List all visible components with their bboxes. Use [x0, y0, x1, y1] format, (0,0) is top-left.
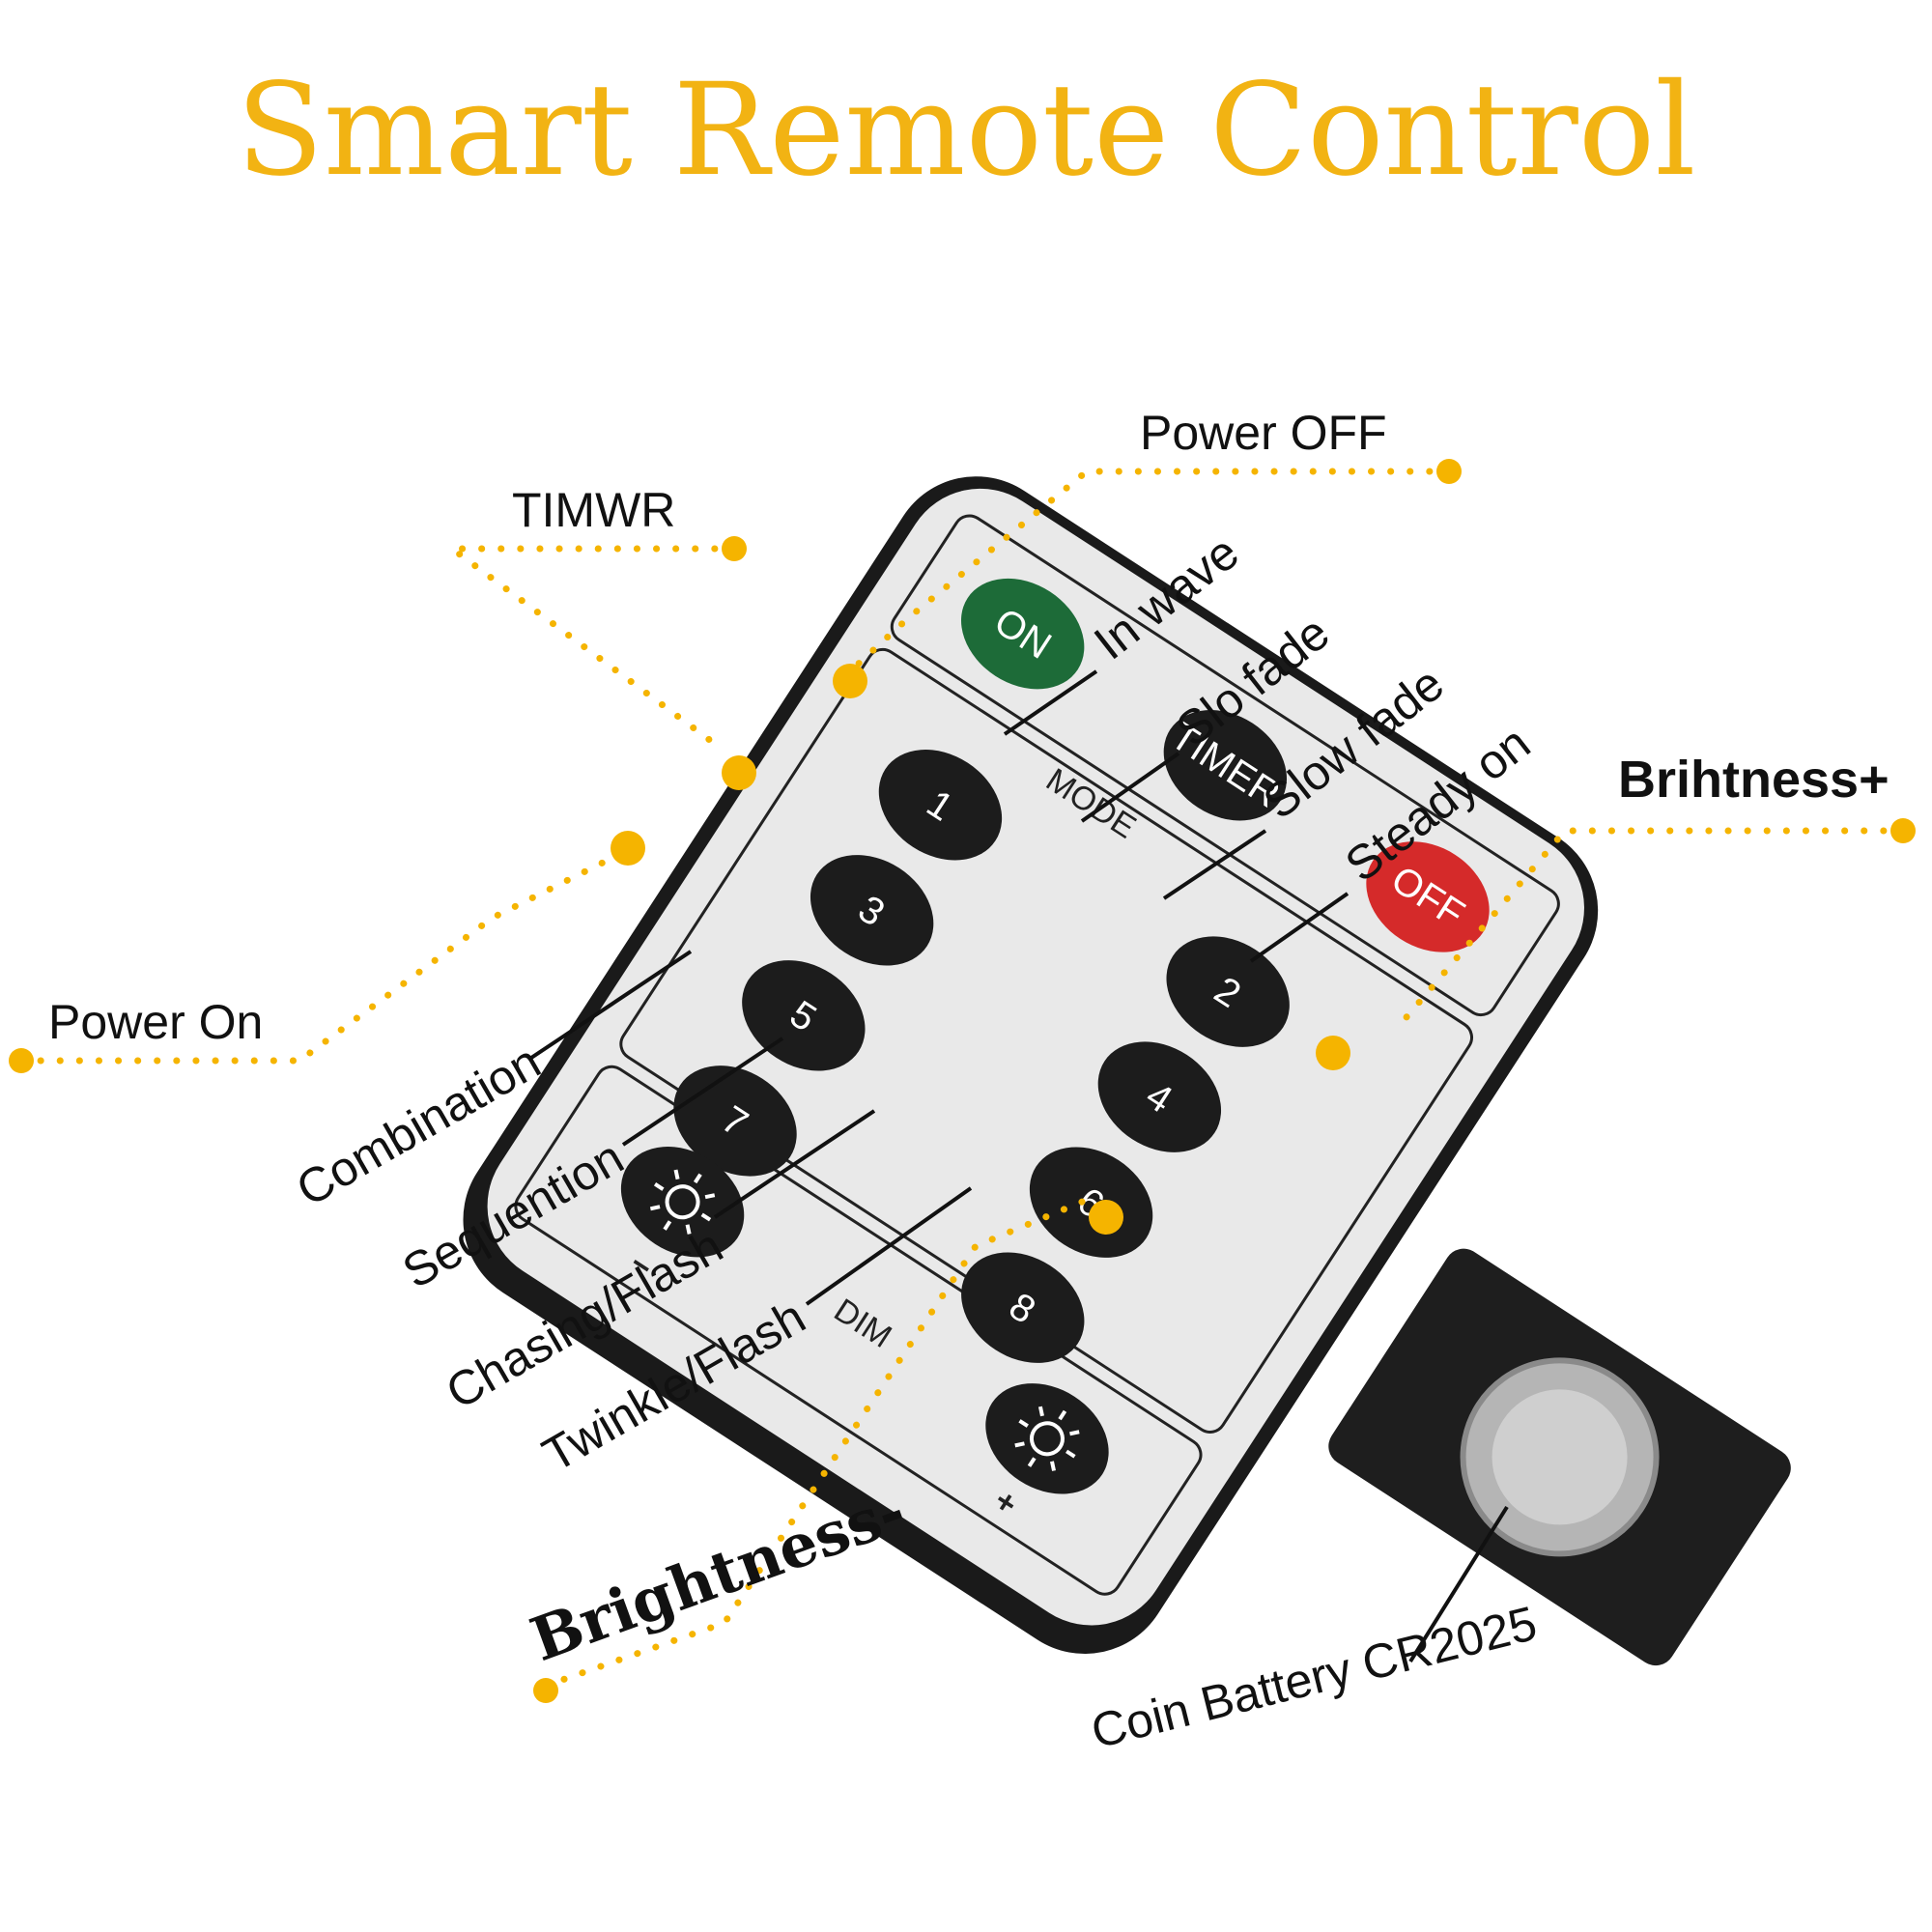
page-title: Smart Remote Control [237, 56, 1696, 205]
battery-tray [1328, 1248, 1791, 1666]
power-on-label: Power On [48, 995, 263, 1049]
brightness-plus-line [1397, 827, 1907, 1028]
power-off-label: Power OFF [1140, 406, 1387, 460]
power-on-line [17, 846, 632, 1065]
mode-panel [619, 647, 1474, 1434]
timer-label: TIMWR [512, 483, 675, 537]
button-3[interactable]: 3 [789, 833, 954, 988]
dim-minus-button[interactable] [600, 1124, 765, 1280]
callout-dots [9, 459, 1916, 1703]
timer-button[interactable]: TIMER [1143, 688, 1308, 843]
power-panel [890, 514, 1560, 1017]
brightness-minus-line [542, 1194, 1095, 1690]
brightness-plus-label: Brihtness+ [1618, 751, 1889, 809]
brightness-minus-label: Brightness- [522, 1475, 914, 1675]
button-8[interactable]: 8 [940, 1230, 1105, 1385]
timer-line [441, 545, 738, 748]
dim-plus-button[interactable] [965, 1361, 1130, 1517]
sun-icon [649, 1169, 716, 1235]
button-4[interactable]: 4 [1077, 1019, 1242, 1175]
button-1[interactable]: 1 [858, 727, 1023, 883]
sun-icon [1014, 1406, 1080, 1471]
battery-label: Coin Battery CR2025 [1086, 1596, 1542, 1759]
button-2[interactable]: 2 [1146, 914, 1311, 1069]
dim-panel [514, 1065, 1203, 1596]
remote-face [487, 488, 1584, 1626]
button-7[interactable]: 7 [653, 1043, 818, 1199]
leader-lines [529, 669, 1509, 1663]
off-button[interactable]: OFF [1346, 819, 1511, 975]
on-button[interactable]: ON [940, 555, 1105, 711]
callout-lines [17, 468, 1907, 1690]
